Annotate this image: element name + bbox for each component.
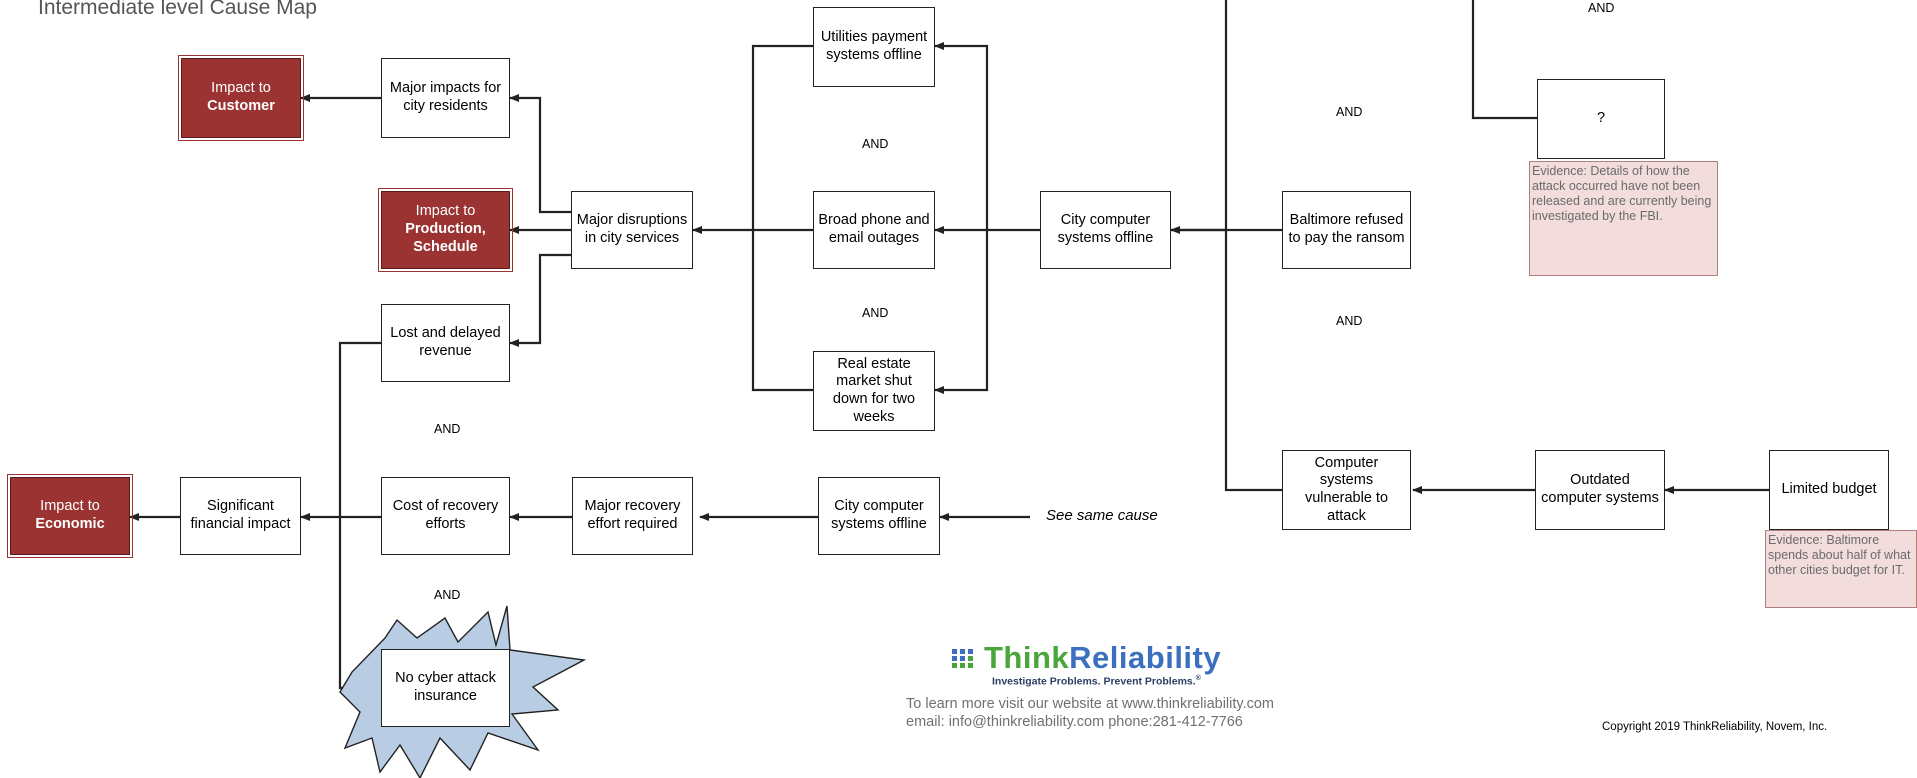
node-cost-of-recovery: Cost of recovery efforts [381,477,510,555]
node-lost-delayed-revenue: Lost and delayed revenue [381,304,510,382]
node-computer-systems-vulnerable: Computer systems vulnerable to attack [1282,450,1411,530]
impact-production-box: Impact to Production, Schedule [378,188,513,272]
logo-think: Think [984,640,1070,675]
and-label: AND [862,137,889,151]
impact-customer-box: Impact to Customer [178,55,304,141]
and-label: AND [1336,105,1363,119]
node-broad-phone-email: Broad phone and email outages [813,191,935,269]
and-label: AND [434,422,461,436]
logo-tagline: Investigate Problems. Prevent Problems.® [992,675,1201,688]
logo-dots-icon [952,649,973,668]
and-label: AND [1336,314,1363,328]
footer-contact: To learn more visit our website at www.t… [906,696,1274,731]
node-city-computer-offline-bottom: City computer systems offline [818,477,940,555]
logo-tagline-text: Investigate Problems. Prevent Problems. [992,675,1196,688]
and-label: AND [434,588,461,602]
logo-reliability: Reliability [1069,640,1222,675]
node-major-recovery-effort: Major recovery effort required [572,477,693,555]
and-label: AND [862,306,889,320]
footer-website-line: To learn more visit our website at www.t… [906,696,1275,712]
impact-customer-prefix: Impact to [211,80,271,97]
node-utilities-payment-offline: Utilities payment systems offline [813,7,935,87]
impact-economic-prefix: Impact to [40,498,100,515]
evidence-attack-details: Evidence: Details of how the attack occu… [1529,161,1718,276]
node-major-impacts-residents: Major impacts for city residents [381,58,510,138]
footer-email-phone-line: email: info@thinkreliability.com phone:2… [906,713,1243,730]
node-major-disruptions: Major disruptions in city services [571,191,693,269]
logo-wordmark: ThinkReliability [984,640,1221,676]
node-significant-financial-impact: Significant financial impact [180,477,301,555]
impact-production-label: Production, Schedule [405,221,486,255]
node-unknown-cause: ? [1537,79,1665,159]
node-no-cyber-insurance: No cyber attack insurance [381,649,510,727]
copyright-text: Copyright 2019 ThinkReliability, Novem, … [1602,721,1828,733]
page-title: Intermediate level Cause Map [38,0,317,19]
evidence-budget: Evidence: Baltimore spends about half of… [1765,530,1917,608]
logo-tagline-mark: ® [1195,675,1201,682]
node-real-estate-shutdown: Real estate market shut down for two wee… [813,351,935,431]
node-outdated-systems: Outdated computer systems [1535,450,1665,530]
impact-economic-label: Economic [35,516,105,532]
impact-production-prefix: Impact to [415,203,476,220]
impact-customer-label: Customer [207,98,275,114]
impact-economic-box: Impact to Economic [7,474,133,558]
node-city-computer-offline-main: City computer systems offline [1040,191,1171,269]
and-label: AND [1588,1,1615,15]
thinkreliability-logo: ThinkReliability Investigate Problems. P… [952,640,1252,688]
node-baltimore-refused: Baltimore refused to pay the ransom [1282,191,1411,269]
node-limited-budget: Limited budget [1769,450,1889,530]
see-same-cause-note: See same cause [1046,507,1158,524]
